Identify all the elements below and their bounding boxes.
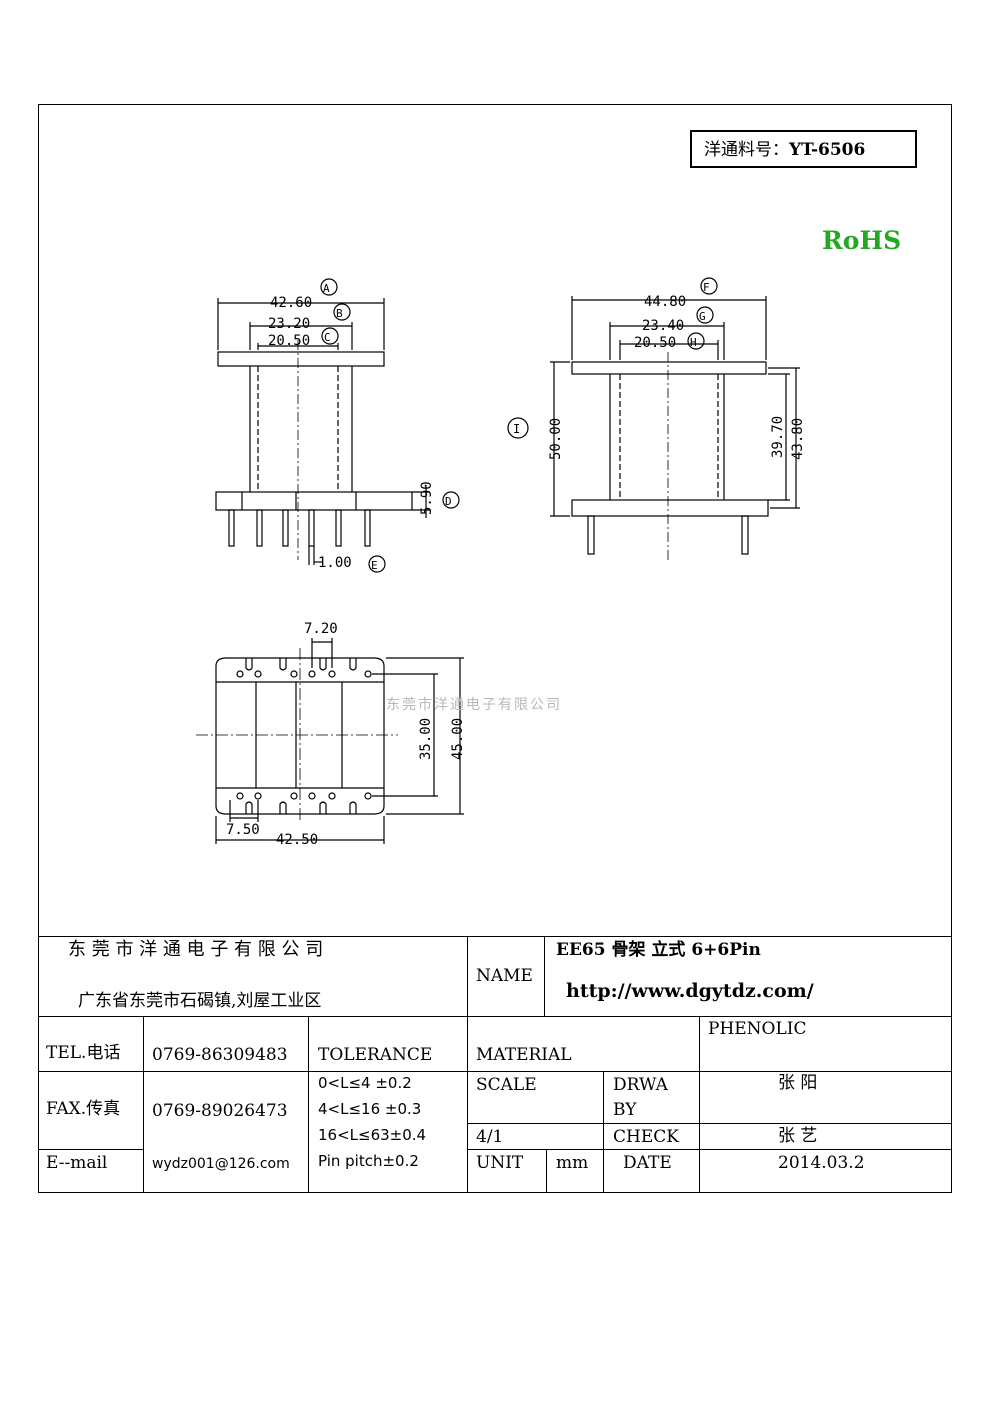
front-pins — [228, 509, 371, 547]
tolerance-row: Pin pitch±0.2 — [318, 1152, 419, 1170]
label-a: A — [323, 282, 330, 295]
bottom-pin-holes — [236, 670, 372, 800]
front-bottom-flange — [215, 491, 413, 511]
side-pin-left — [587, 515, 595, 555]
part-number-value: YT-6506 — [789, 140, 866, 160]
unit-label: UNIT — [476, 1153, 524, 1173]
fax-label: FAX.传真 — [46, 1099, 121, 1119]
dim-length: 42.50 — [276, 832, 318, 848]
label-e: E — [371, 559, 378, 572]
label-d: D — [445, 495, 452, 508]
material-value: PHENOLIC — [708, 1019, 807, 1039]
side-top-flange — [571, 361, 767, 375]
title-block: 东 莞 市 洋 通 电 子 有 限 公 司 广东省东莞市石碣镇,刘屋工业区 NA… — [38, 936, 952, 1193]
side-view — [507, 277, 800, 560]
drawn-by-name: 张 阳 — [778, 1073, 818, 1093]
drawn-by-label-2: BY — [613, 1100, 637, 1120]
dim-i: 50.00 — [548, 418, 564, 460]
email-label: E--mail — [46, 1153, 108, 1173]
unit-value: mm — [556, 1153, 589, 1173]
date-value: 2014.03.2 — [778, 1153, 865, 1173]
side-pin-right — [741, 515, 749, 555]
name-label: NAME — [476, 966, 533, 986]
label-i: I — [513, 422, 520, 436]
dim-width: 35.00 — [418, 718, 434, 760]
label-g: G — [699, 310, 706, 323]
scale-value: 4/1 — [476, 1127, 504, 1147]
checked-by-name: 张 艺 — [778, 1126, 818, 1146]
rohs-mark: RoHS — [822, 226, 902, 255]
tel-label: TEL.电话 — [46, 1043, 121, 1063]
company-name: 东 莞 市 洋 通 电 子 有 限 公 司 — [68, 939, 324, 960]
dim-depth: 45.00 — [450, 718, 466, 760]
dim-a: 42.60 — [270, 295, 312, 311]
dim-e: 1.00 — [318, 555, 352, 571]
label-b: B — [336, 307, 343, 320]
dim-pin-row: 7.50 — [226, 822, 260, 838]
label-c: C — [324, 331, 331, 344]
tel-value: 0769-86309483 — [152, 1045, 288, 1065]
date-label: DATE — [623, 1153, 672, 1173]
check-label: CHECK — [613, 1127, 679, 1147]
front-top-flange — [217, 351, 385, 367]
bottom-view — [196, 638, 464, 844]
fax-value: 0769-89026473 — [152, 1101, 288, 1121]
company-address: 广东省东莞市石碣镇,刘屋工业区 — [78, 991, 322, 1011]
tolerance-row: 4<L≤16 ±0.3 — [318, 1100, 422, 1118]
tolerance-row: 0<L≤4 ±0.2 — [318, 1074, 412, 1092]
watermark: 东莞市洋通电子有限公司 — [386, 697, 562, 713]
dim-j: 39.70 — [770, 416, 786, 458]
drawn-by-label: DRWA — [613, 1075, 668, 1095]
tolerance-row: 16<L≤63±0.4 — [318, 1126, 427, 1144]
part-number-label: 洋通料号： — [704, 140, 789, 160]
label-h: H — [690, 336, 697, 349]
dim-k: 43.80 — [790, 418, 806, 460]
tolerance-label: TOLERANCE — [318, 1045, 433, 1065]
material-label: MATERIAL — [476, 1045, 572, 1065]
website-link[interactable]: http://www.dgytdz.com/ — [566, 980, 814, 1002]
dim-f: 44.80 — [644, 294, 686, 310]
scale-label: SCALE — [476, 1075, 537, 1095]
part-number-box: 洋通料号：YT-6506 — [690, 130, 917, 168]
dim-d: 5.90 — [419, 481, 435, 515]
dim-h: 20.50 — [634, 335, 676, 351]
dim-pitch: 7.20 — [304, 621, 338, 637]
product-name: EE65 骨架 立式 6+6Pin — [556, 940, 761, 960]
side-bottom-flange — [571, 499, 769, 517]
email-value: wydz001@126.com — [152, 1156, 290, 1172]
dim-g: 23.40 — [642, 318, 684, 334]
label-f: F — [703, 281, 710, 294]
dim-b: 23.20 — [268, 316, 310, 332]
front-view — [215, 278, 460, 573]
bottom-slots — [245, 658, 357, 814]
dim-c: 20.50 — [268, 333, 310, 349]
